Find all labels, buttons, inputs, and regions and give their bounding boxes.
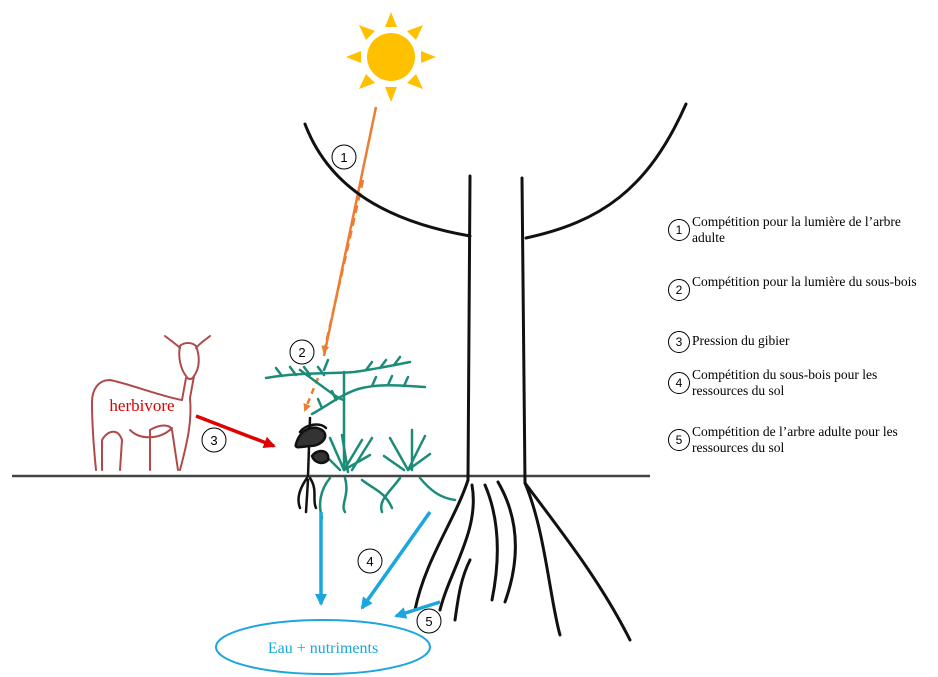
legend-text: Compétition de l’arbre adulte pour les r… <box>692 424 933 456</box>
seedling <box>296 418 329 512</box>
legend-text: Compétition pour la lumière du sous-bois <box>692 274 917 290</box>
marker-4-number: 4 <box>366 554 373 569</box>
sun-icon <box>346 12 436 102</box>
legend-number: 5 <box>668 429 690 451</box>
marker-2: 2 <box>290 340 314 364</box>
legend-text: Pression du gibier <box>692 333 790 349</box>
legend-number: 2 <box>668 279 690 301</box>
herbivore-label: herbivore <box>109 396 174 415</box>
marker-5: 5 <box>417 609 441 633</box>
marker-3: 3 <box>202 428 226 452</box>
legend-item-1: 1 Compétition pour la lumière de l’arbre… <box>668 214 933 246</box>
marker-1-number: 1 <box>340 150 347 165</box>
legend-item-2: 2 Compétition pour la lumière du sous-bo… <box>668 274 933 301</box>
legend-number: 3 <box>668 331 690 353</box>
legend-item-4: 4 Compétition du sous-bois pour les ress… <box>668 367 933 399</box>
marker-5-number: 5 <box>425 614 432 629</box>
light-arrow-adult <box>324 107 376 356</box>
legend-text: Compétition du sous-bois pour les ressou… <box>692 367 933 399</box>
understory-vegetation <box>266 357 455 518</box>
legend-item-3: 3 Pression du gibier <box>668 326 933 353</box>
legend-text: Compétition pour la lumière de l’arbre a… <box>692 214 933 246</box>
marker-1: 1 <box>332 145 356 169</box>
legend-number: 1 <box>668 219 690 241</box>
resources-label: Eau + nutriments <box>268 640 378 657</box>
legend-number: 4 <box>668 372 690 394</box>
legend-item-5: 5 Compétition de l’arbre adulte pour les… <box>668 424 933 456</box>
marker-4: 4 <box>358 549 382 573</box>
marker-2-number: 2 <box>298 345 305 360</box>
marker-3-number: 3 <box>210 433 217 448</box>
